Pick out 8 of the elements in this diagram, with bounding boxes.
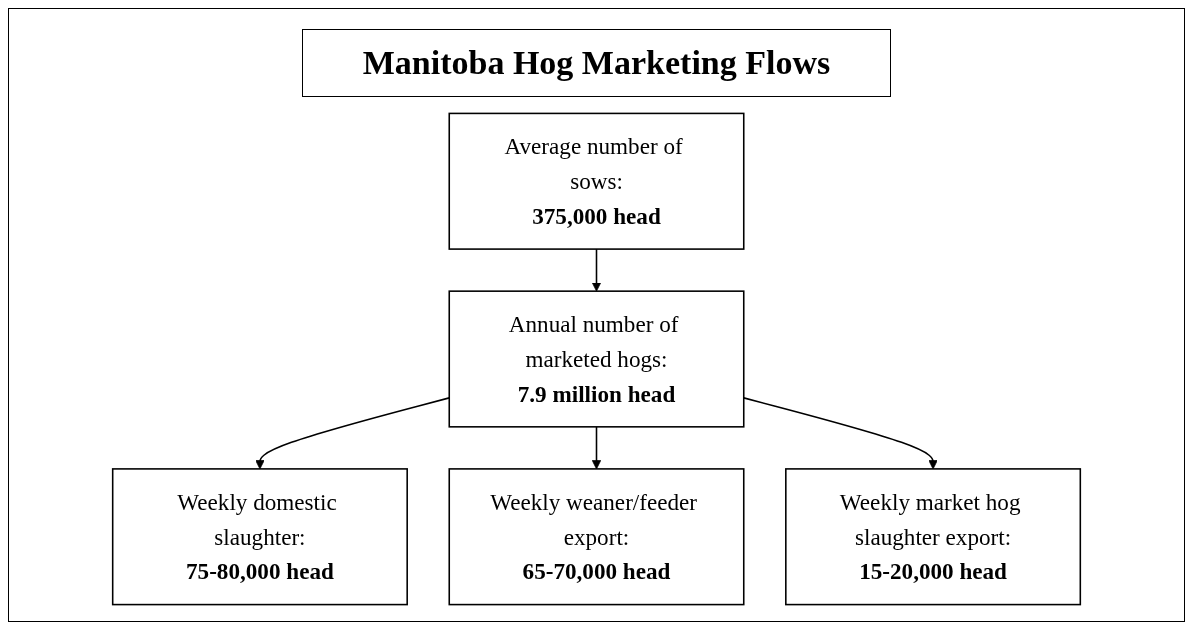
node-box: Average number of sows: 375,000 head: [448, 112, 745, 250]
node-box: Weekly weaner/feeder export: 65-70,000 head: [448, 468, 745, 606]
arrow: [591, 426, 602, 470]
node-box: Weekly domestic slaughter: 75-80,000 head: [111, 468, 408, 606]
arrow: [591, 248, 602, 292]
node-box: Annual number of marketed hogs: 7.9 million head: [448, 290, 745, 428]
title-box: Manitoba Hog Marketing Flows: [301, 29, 892, 97]
node-box: Weekly market hog slaughter export: 15-20,000 head: [785, 468, 1082, 606]
